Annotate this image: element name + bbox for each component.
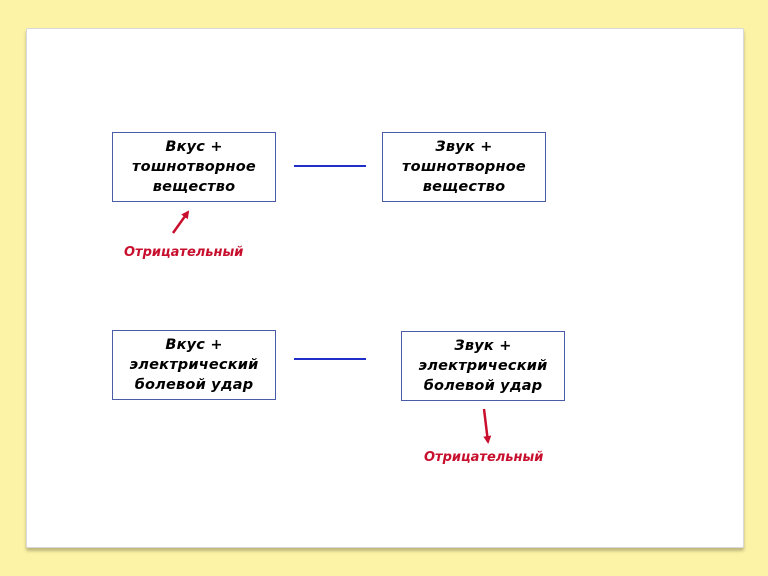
row1-connector-line — [294, 165, 366, 167]
taste-shock-box: Вкус + электрический болевой удар — [112, 330, 276, 400]
row1-negative-label: Отрицательный — [124, 245, 244, 260]
sound-shock-line-1: Звук + — [454, 338, 512, 354]
taste-nauseating-line-3: вещество — [152, 179, 236, 195]
taste-nauseating-box: Вкус + тошнотворное вещество — [112, 132, 276, 202]
sound-nauseating-line-1: Звук + — [435, 139, 493, 155]
taste-nauseating-line-2: тошнотворное — [132, 159, 256, 175]
sound-shock-line-3: болевой удар — [423, 378, 543, 394]
sound-nauseating-box: Звук + тошнотворное вещество — [382, 132, 546, 202]
taste-shock-line-1: Вкус + — [165, 337, 223, 353]
row2-connector-line — [294, 358, 366, 360]
sound-nauseating-line-3: вещество — [422, 179, 506, 195]
sound-shock-line-2: электрический — [418, 358, 548, 374]
taste-shock-line-2: электрический — [129, 357, 259, 373]
taste-nauseating-line-1: Вкус + — [165, 139, 223, 155]
row2-negative-label: Отрицательный — [424, 450, 544, 465]
sound-shock-box: Звук + электрический болевой удар — [401, 331, 565, 401]
taste-shock-line-3: болевой удар — [134, 377, 254, 393]
slide-canvas — [26, 28, 744, 548]
sound-nauseating-line-2: тошнотворное — [402, 159, 526, 175]
